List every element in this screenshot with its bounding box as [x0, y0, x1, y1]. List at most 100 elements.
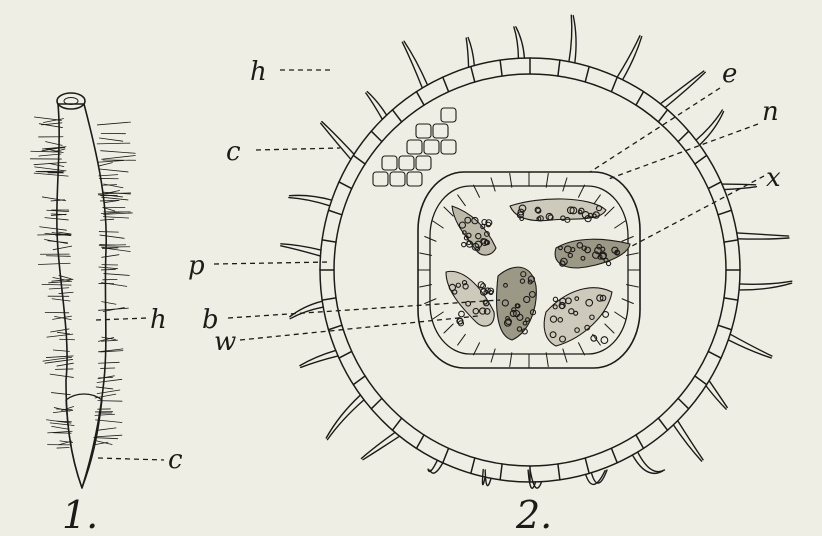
root-hair — [95, 414, 115, 415]
label-e: e — [722, 59, 737, 89]
root-hair — [53, 246, 72, 250]
epidermis-cell-wall — [636, 92, 644, 105]
epidermis-cell-wall — [658, 110, 667, 122]
endodermis-cell-wall — [510, 173, 512, 187]
root-hair — [99, 175, 118, 176]
epidermis-cell-wall — [585, 67, 589, 82]
label-h-fig2: h — [250, 57, 267, 87]
endodermis-cell-wall — [458, 334, 466, 345]
ring-outer — [320, 58, 740, 482]
root-hair — [42, 284, 71, 285]
figure-1-number: 1. — [62, 493, 98, 536]
epidermal-root-hair — [361, 432, 399, 459]
root-hair — [40, 227, 67, 230]
epidermis-cell-wall — [353, 376, 365, 385]
endodermis-cell-wall — [444, 324, 453, 333]
cortex-cell — [373, 172, 388, 186]
root-hair — [99, 232, 118, 233]
label-c-fig1: c — [168, 445, 183, 475]
epidermal-root-hair — [290, 301, 323, 319]
epidermal-root-hair — [617, 36, 642, 80]
cortex-cell — [416, 124, 431, 138]
epidermis-cell-wall — [558, 464, 560, 480]
root-hair — [98, 160, 124, 162]
epidermal-root-hair — [728, 334, 772, 358]
root-hair — [98, 362, 119, 363]
epidermis-cell-wall — [322, 240, 336, 242]
root-hair — [97, 435, 122, 437]
epidermis-cell-wall — [416, 92, 424, 105]
root-hair — [102, 197, 128, 200]
epidermis-cell-wall — [339, 351, 352, 358]
leader-x — [632, 176, 764, 246]
root-hair — [49, 288, 69, 289]
epidermal-root-hair — [739, 281, 792, 290]
endodermis-cell-wall — [615, 312, 625, 319]
epidermis-cell-wall — [353, 155, 365, 164]
cortex-cell — [390, 172, 405, 186]
epidermal-root-hair — [737, 233, 789, 239]
epidermis-cell-wall — [371, 398, 382, 408]
leader-c — [98, 458, 164, 460]
figure-1-root: h c 1. — [30, 93, 183, 536]
leader-w — [240, 316, 478, 340]
epidermis-cell-wall — [329, 325, 342, 330]
endodermis-cell-wall — [474, 343, 480, 355]
epidermis-cell-wall — [678, 398, 689, 408]
cortex-cell — [416, 156, 431, 170]
epidermal-root-hair — [660, 71, 705, 108]
figure-2-number: 2. — [515, 493, 552, 536]
root-hair — [57, 332, 69, 334]
endodermis-cell-wall — [510, 353, 512, 367]
bundle-cell — [553, 297, 557, 301]
endodermis-cell-wall — [458, 195, 466, 206]
root-hair — [103, 217, 128, 218]
epidermal-root-hair — [321, 122, 354, 160]
epidermis-cell-wall — [392, 418, 401, 430]
root-hair — [94, 438, 118, 439]
epidermis-cell-wall — [678, 131, 689, 141]
epidermis-cell-wall — [611, 77, 617, 92]
epidermis-cell-wall — [611, 448, 617, 463]
root-hair — [100, 235, 124, 238]
epidermis-cell-wall — [708, 182, 721, 189]
epidermis-cell-wall — [416, 435, 424, 448]
endodermis-cell-wall — [615, 221, 625, 228]
root-hair — [101, 269, 115, 270]
root-hair — [96, 387, 113, 389]
epidermis-cell-wall — [371, 131, 382, 141]
root-hair — [99, 169, 128, 172]
epidermis-cell-wall — [329, 210, 342, 215]
root-hair — [102, 302, 116, 305]
epidermal-root-hair — [402, 41, 427, 88]
figure-2-cross-section: h c p b w e n x 2. — [188, 15, 792, 536]
epidermal-root-hair — [281, 244, 321, 256]
label-w: w — [214, 327, 236, 357]
epidermal-root-hair — [569, 15, 576, 63]
epidermal-root-hair — [289, 195, 332, 205]
root-hair — [59, 292, 73, 293]
vascular-bundles — [446, 199, 630, 346]
root-hair — [52, 426, 69, 429]
leader-n — [606, 124, 758, 180]
epidermis-cell-wall — [392, 110, 401, 122]
epidermis-cell-wall — [500, 464, 502, 480]
epidermal-root-hair — [706, 381, 727, 409]
cortex-cell — [441, 108, 456, 122]
endodermis-cell-wall — [491, 349, 495, 362]
root-hair — [98, 428, 116, 430]
endodermis-cell-wall — [474, 185, 480, 197]
epidermis-cell-wall — [708, 351, 721, 358]
bundle-cell — [462, 242, 466, 246]
epidermis-cell-wall — [443, 448, 449, 463]
cortex-cell — [399, 156, 414, 170]
epidermis-cell-wall — [471, 458, 475, 473]
epidermal-root-hair — [300, 350, 338, 367]
cortex-cell — [407, 140, 422, 154]
cortex-cell — [424, 140, 439, 154]
root-hairs — [30, 117, 135, 448]
epidermis-cell-wall — [658, 418, 667, 430]
label-p: p — [188, 251, 205, 281]
cortex-cell — [441, 140, 456, 154]
root-hair — [98, 163, 112, 166]
